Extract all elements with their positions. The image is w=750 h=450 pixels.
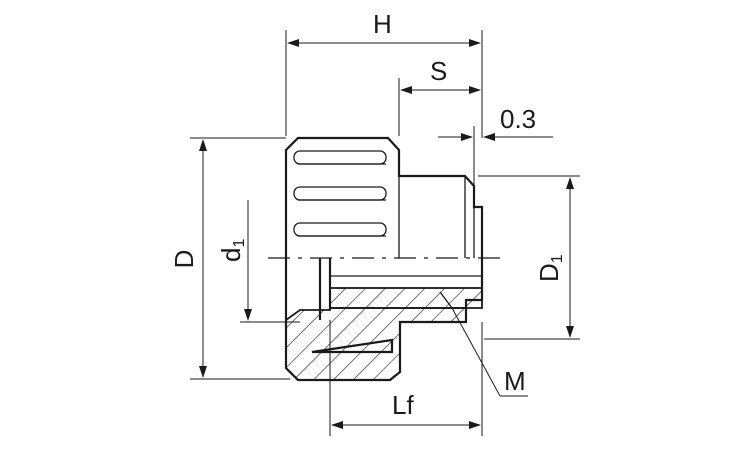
label-D1: D1 [534,254,566,282]
label-d1: d1 [216,239,248,262]
dim-H: H [285,9,483,138]
dim-D1: D1 [478,175,580,340]
label-S: S [430,56,447,86]
leader-M: M [451,307,528,397]
dim-D: D [169,137,290,380]
dim-Lf: Lf [329,320,483,436]
fitting-body [268,136,500,382]
dim-d1: d1 [216,200,300,323]
label-D1-main: D [534,263,564,282]
dim-gap: 0.3 [438,104,553,186]
section-nut [285,307,467,381]
knurl-ribs [293,150,387,237]
label-d1-sub: 1 [231,239,248,248]
dim-S: S [398,56,481,136]
label-Lf: Lf [392,390,414,420]
label-H: H [373,9,392,39]
label-D: D [169,250,199,269]
section-sleeve [329,287,483,309]
label-d1-main: d [216,248,246,262]
label-gap: 0.3 [500,104,536,134]
label-D1-sub: 1 [549,254,566,263]
label-M: M [504,366,526,396]
